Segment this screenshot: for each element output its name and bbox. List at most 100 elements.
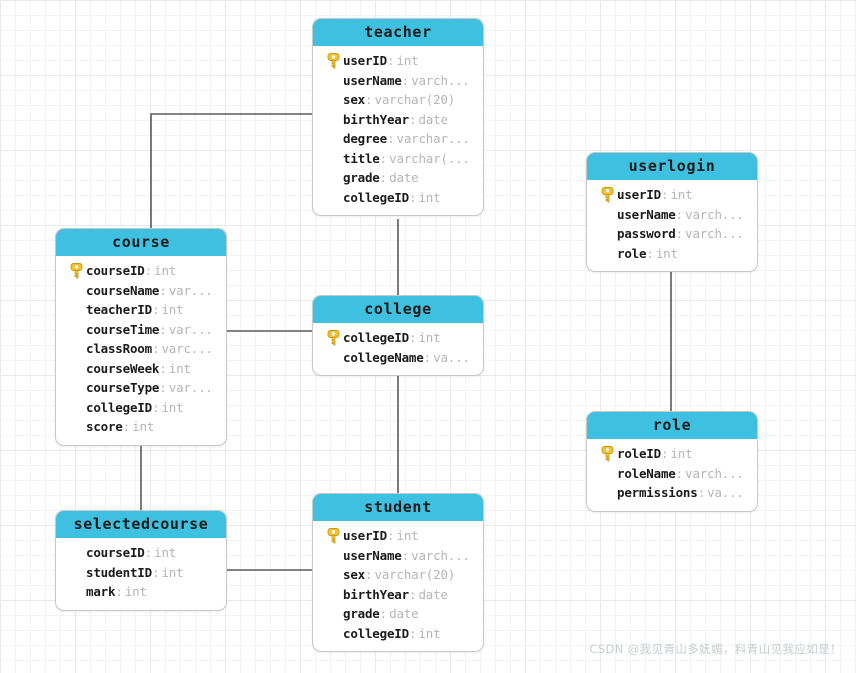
key-icon-slot	[323, 526, 343, 545]
field-type: var...	[168, 282, 213, 298]
field-row[interactable]: password: varch...	[587, 224, 757, 244]
field-row[interactable]: courseName: var...	[56, 281, 226, 301]
watermark-text: CSDN @我见青山多妩媚，料青山见我应如是！	[589, 642, 842, 656]
field-name: password	[617, 226, 676, 241]
primary-key-icon	[601, 445, 613, 462]
field-row[interactable]: roleName: varch...	[587, 464, 757, 484]
field-row[interactable]: collegeID: int	[313, 624, 483, 644]
field-separator: :	[660, 446, 669, 461]
field-row[interactable]: userName: varch...	[313, 546, 483, 566]
field-separator: :	[660, 187, 669, 202]
field-row[interactable]: permissions: va...	[587, 483, 757, 503]
field-row[interactable]: userID: int	[313, 51, 483, 71]
field-name: collegeID	[343, 330, 409, 345]
field-row[interactable]: userID: int	[587, 185, 757, 205]
field-row[interactable]: courseID: int	[56, 543, 226, 563]
field-indent-spacer	[66, 300, 86, 319]
field-row[interactable]: collegeID: int	[313, 188, 483, 208]
field-row[interactable]: score: int	[56, 417, 226, 437]
field-row[interactable]: courseID: int	[56, 261, 226, 281]
field-type: varc...	[161, 341, 213, 356]
field-separator: :	[115, 584, 123, 599]
field-type: date	[418, 586, 448, 602]
field-row[interactable]: grade: date	[313, 604, 483, 624]
field-row[interactable]: birthYear: date	[313, 110, 483, 130]
field-separator: :	[159, 360, 167, 376]
field-name: userID	[343, 528, 387, 543]
field-indent-spacer	[597, 464, 617, 483]
field-type: varchar(20)	[374, 92, 456, 107]
field-type: var...	[168, 380, 213, 395]
field-indent-spacer	[597, 244, 617, 263]
field-row[interactable]: roleID: int	[587, 444, 757, 464]
field-separator: :	[386, 53, 395, 68]
field-separator: :	[159, 282, 167, 298]
field-separator: :	[408, 586, 417, 602]
field-type: int	[670, 446, 693, 461]
field-name: classRoom	[86, 341, 152, 356]
field-separator: :	[151, 302, 160, 317]
field-row[interactable]: userID: int	[313, 526, 483, 546]
entity-title-role: role	[587, 412, 757, 439]
field-indent-spacer	[323, 188, 343, 207]
field-row[interactable]: title: varchar(...	[313, 149, 483, 169]
field-row[interactable]: degree: varchar...	[313, 129, 483, 149]
field-type: varchar(20)	[374, 567, 456, 582]
field-type: int	[161, 564, 184, 580]
field-separator: :	[151, 564, 160, 580]
field-row[interactable]: birthYear: date	[313, 585, 483, 605]
field-row[interactable]: courseWeek: int	[56, 359, 226, 379]
field-name: mark	[86, 584, 116, 599]
field-name: grade	[343, 170, 380, 185]
entity-title-selectedcourse: selectedcourse	[56, 511, 226, 538]
field-separator: :	[386, 131, 395, 146]
field-type: varch...	[411, 547, 470, 563]
primary-key-icon	[601, 186, 613, 203]
field-name: teacherID	[86, 302, 152, 317]
field-indent-spacer	[323, 168, 343, 187]
field-row[interactable]: userName: varch...	[587, 205, 757, 225]
field-name: collegeID	[86, 399, 152, 415]
field-name: role	[617, 245, 647, 261]
field-name: sex	[343, 92, 365, 107]
field-name: courseType	[86, 380, 160, 395]
field-row[interactable]: sex: varchar(20)	[313, 90, 483, 110]
field-type: int	[161, 399, 184, 415]
field-row[interactable]: collegeID: int	[313, 328, 483, 348]
field-name: studentID	[86, 564, 152, 580]
field-name: collegeID	[343, 625, 409, 641]
field-name: roleID	[617, 446, 661, 461]
field-row[interactable]: courseType: var...	[56, 378, 226, 398]
field-row[interactable]: studentID: int	[56, 563, 226, 583]
field-indent-spacer	[66, 398, 86, 417]
field-type: int	[124, 584, 147, 599]
key-icon-slot	[597, 185, 617, 204]
field-row[interactable]: courseTime: var...	[56, 320, 226, 340]
field-row[interactable]: grade: date	[313, 168, 483, 188]
field-row[interactable]: userName: varch...	[313, 71, 483, 91]
field-name: degree	[343, 131, 387, 146]
field-row[interactable]: collegeName: va...	[313, 348, 483, 368]
relationship-edge-teacher-to-course[interactable]	[150, 113, 312, 228]
field-row[interactable]: role: int	[587, 244, 757, 264]
field-indent-spacer	[323, 585, 343, 604]
field-indent-spacer	[323, 624, 343, 643]
field-type: int	[154, 263, 177, 278]
field-row[interactable]: teacherID: int	[56, 300, 226, 320]
field-row[interactable]: collegeID: int	[56, 398, 226, 418]
field-type: date	[418, 111, 448, 127]
field-row[interactable]: classRoom: varc...	[56, 339, 226, 359]
field-row[interactable]: sex: varchar(20)	[313, 565, 483, 585]
field-row[interactable]: mark: int	[56, 582, 226, 602]
field-indent-spacer	[66, 563, 86, 582]
field-separator: :	[646, 245, 654, 261]
